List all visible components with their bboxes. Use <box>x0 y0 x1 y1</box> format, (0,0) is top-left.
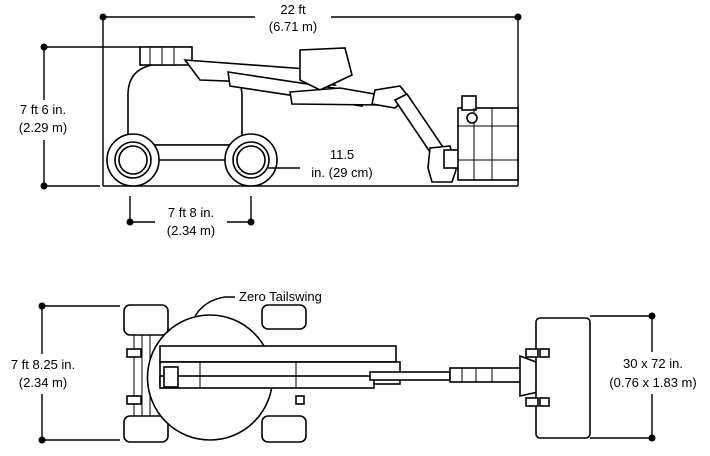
platform-size-label: 30 x 72 in. <box>623 356 683 371</box>
wheelbase-dimension: 7 ft 8 in. (2.34 m) <box>126 196 255 238</box>
side-chassis <box>106 46 264 161</box>
overall-length-metric: (6.71 m) <box>269 19 317 34</box>
top-wheel-front-right <box>123 415 169 443</box>
wheelbase-metric: (2.34 m) <box>167 223 215 238</box>
side-front-wheel <box>106 133 160 187</box>
overall-length-label: 22 ft <box>280 2 306 17</box>
overall-length-dimension: 22 ft (6.71 m) <box>99 2 522 186</box>
overall-width-label: 7 ft 8.25 in. <box>11 357 75 372</box>
overall-width-dimension: 7 ft 8.25 in. (2.34 m) <box>0 302 120 444</box>
wheelbase-label: 7 ft 8 in. <box>168 205 214 220</box>
ground-clearance-label: 11.5 <box>330 147 354 162</box>
top-view: Zero Tailswing 7 ft 8.25 in. (2.34 m) <box>0 289 710 444</box>
side-view: 22 ft (6.71 m) 7 ft 6 in. (2.29 m) <box>0 2 522 238</box>
top-wheel-rear-left <box>261 304 307 330</box>
stowed-height-label: 7 ft 6 in. <box>20 102 66 117</box>
top-boom <box>159 345 539 397</box>
top-wheel-rear-right <box>261 415 307 443</box>
ground-clearance-metric: in. (29 cm) <box>311 165 372 180</box>
zero-tailswing-callout: Zero Tailswing <box>194 289 322 317</box>
stowed-height-dimension: 7 ft 6 in. (2.29 m) <box>0 43 140 190</box>
side-rear-wheel <box>224 133 278 187</box>
ground-clearance-dimension: 11.5 in. (29 cm) <box>268 147 373 180</box>
zero-tailswing-label: Zero Tailswing <box>239 289 322 304</box>
stowed-height-metric: (2.29 m) <box>19 120 67 135</box>
overall-width-metric: (2.34 m) <box>19 375 67 390</box>
platform-size-dimension: 30 x 72 in. (0.76 x 1.83 m) <box>590 312 710 442</box>
top-platform <box>525 317 591 439</box>
side-platform <box>457 95 519 181</box>
platform-size-metric: (0.76 x 1.83 m) <box>609 375 696 390</box>
top-wheel-front-left <box>123 304 169 336</box>
